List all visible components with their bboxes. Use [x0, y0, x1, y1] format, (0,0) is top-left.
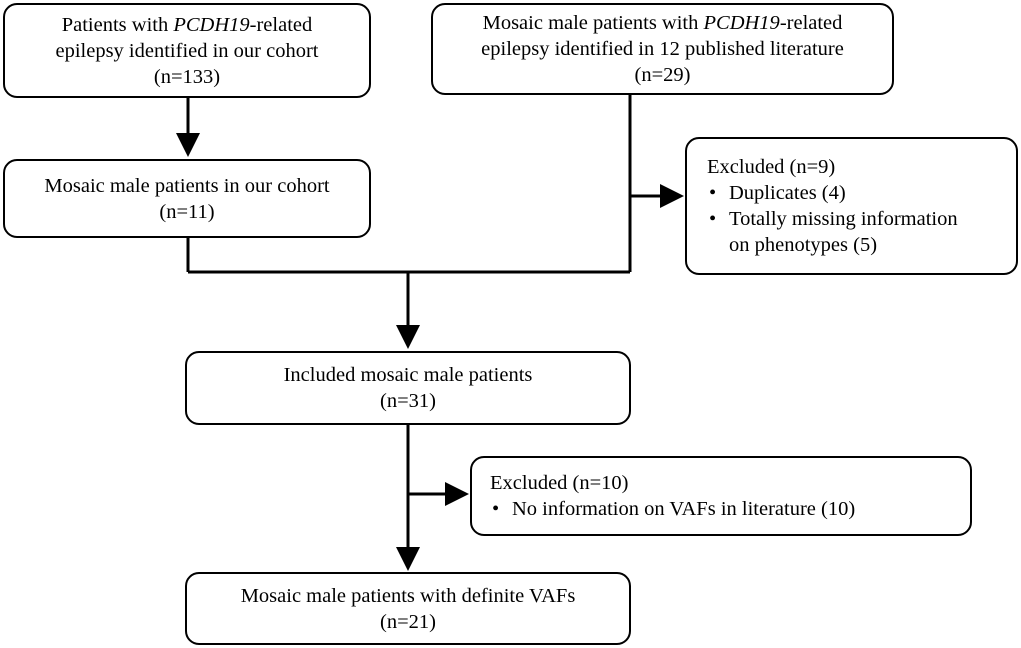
excluded-first-item-missing-cont: on phenotypes (5) [729, 234, 878, 256]
excluded-first-item-missing: Totally missing information [707, 206, 958, 232]
final-count: (n=21) [380, 610, 436, 633]
excluded-second-item-vafs: No information on VAFs in literature (10… [490, 496, 855, 522]
included-line1: Included mosaic male patients [283, 364, 533, 386]
excluded-first-title: Excluded (n=9) [707, 156, 836, 178]
box-included: Included mosaic male patients (n=31) [185, 351, 631, 425]
literature-patients-line2: epilepsy identified in 12 published lite… [481, 38, 844, 60]
excluded-second-title: Excluded (n=10) [490, 472, 629, 494]
excluded-first-item-duplicates: Duplicates (4) [707, 180, 846, 206]
cohort-mosaic-line1: Mosaic male patients in our cohort [44, 174, 330, 197]
final-line1: Mosaic male patients with definite VAFs [240, 584, 576, 607]
literature-patients-line1: Mosaic male patients with PCDH19-related [482, 12, 843, 34]
box-literature-patients: Mosaic male patients with PCDH19-related… [431, 3, 894, 95]
box-excluded-second: Excluded (n=10) No information on VAFs i… [470, 456, 972, 536]
gene-name: PCDH19 [703, 12, 780, 34]
gene-name: PCDH19 [173, 13, 250, 36]
cohort-mosaic-count: (n=11) [159, 200, 215, 223]
cohort-patients-line2: epilepsy identified in our cohort [55, 39, 319, 62]
box-cohort-mosaic: Mosaic male patients in our cohort (n=11… [3, 159, 371, 238]
cohort-patients-line1: Patients with PCDH19-related [61, 13, 313, 36]
box-final: Mosaic male patients with definite VAFs … [185, 572, 631, 645]
included-count: (n=31) [380, 390, 436, 412]
cohort-patients-count: (n=133) [153, 65, 221, 88]
box-cohort-patients: Patients with PCDH19-related epilepsy id… [3, 3, 371, 98]
literature-patients-count: (n=29) [634, 64, 691, 86]
box-excluded-first: Excluded (n=9) Duplicates (4) Totally mi… [685, 137, 1018, 275]
